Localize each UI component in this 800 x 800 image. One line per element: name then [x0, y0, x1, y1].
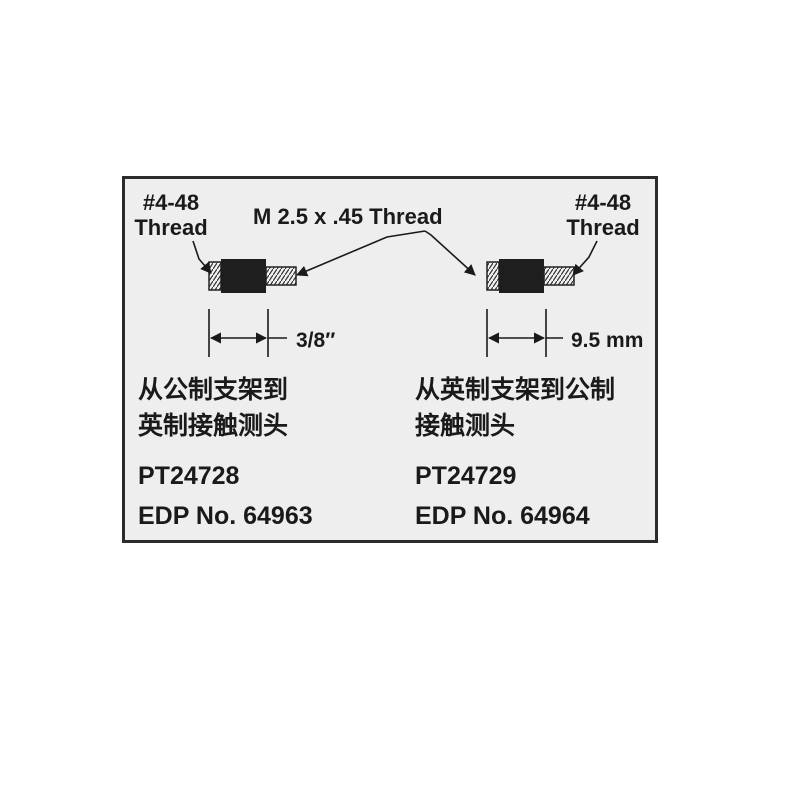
left-dimension-label: 3/8″ — [296, 329, 336, 352]
left-adapter-drawing — [208, 259, 297, 293]
metric-thread-leader-left — [295, 230, 426, 277]
metric-thread-callout: M 2.5 x .45 Thread — [253, 204, 443, 229]
right-edp-number: EDP No. 64964 — [415, 502, 590, 530]
right-thread-size-label: #4-48 — [574, 190, 632, 215]
left-edp-number: EDP No. 64963 — [138, 502, 313, 530]
right-thread-word-label: Thread — [566, 215, 640, 240]
left-metric-thread-end — [208, 261, 222, 291]
left-thread-leader — [192, 240, 212, 274]
adapter-diagram — [192, 230, 598, 357]
right-description-line-2: 接触测头 — [415, 412, 516, 440]
right-description: 从英制支架到公制 接触测头 — [415, 372, 615, 444]
right-part-number: PT24729 — [415, 462, 517, 490]
right-adapter-body — [499, 259, 544, 293]
metric-thread-leader-right — [424, 230, 476, 276]
right-dimension-label: 9.5 mm — [571, 329, 644, 352]
left-part-number: PT24728 — [138, 462, 240, 490]
left-thread-size-label: #4-48 — [142, 190, 200, 215]
right-description-line-1: 从英制支架到公制 — [415, 376, 616, 404]
right-adapter-drawing — [486, 259, 575, 293]
left-description-line-2: 英制接触测头 — [138, 412, 289, 440]
left-thread-callout: #4-48 Thread — [131, 190, 211, 240]
product-info-panel: #4-48 Thread M 2.5 x .45 Thread #4-48 Th… — [122, 176, 658, 543]
left-description: 从公制支架到 英制接触测头 — [138, 372, 288, 444]
right-metric-thread-stud — [543, 266, 575, 286]
right-thread-callout: #4-48 Thread — [563, 190, 643, 240]
left-description-line-1: 从公制支架到 — [138, 376, 289, 404]
right-inch-thread-end — [486, 261, 500, 291]
left-inch-thread-stud — [265, 266, 297, 286]
left-adapter-body — [221, 259, 266, 293]
right-thread-leader — [572, 240, 598, 276]
left-thread-word-label: Thread — [134, 215, 208, 240]
